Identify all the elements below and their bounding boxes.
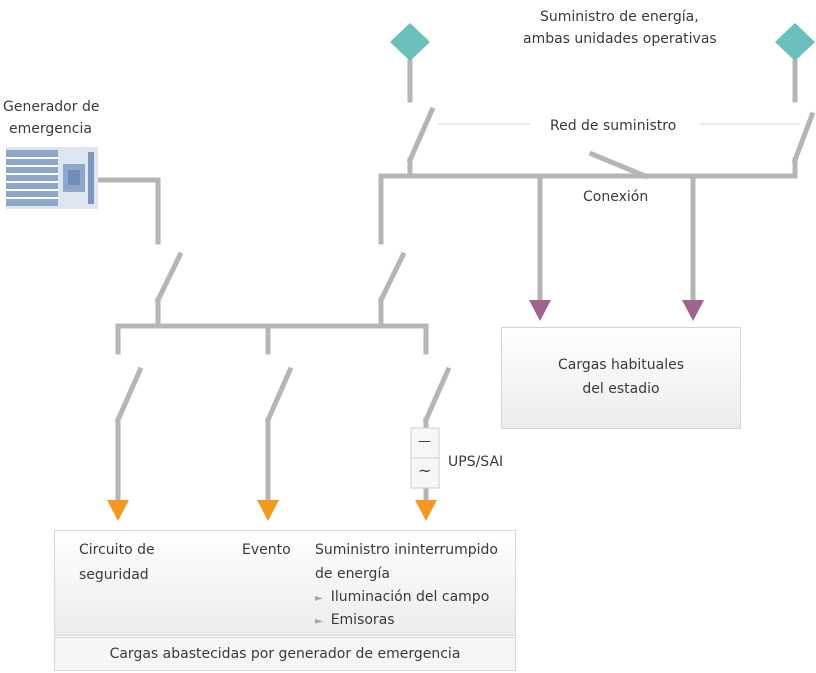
ups-box	[410, 427, 440, 489]
event-load-arrow	[257, 500, 279, 521]
connection-label: Conexión	[583, 189, 649, 205]
ups-switch	[422, 366, 452, 424]
generator-label-line1: Generador de	[3, 99, 100, 115]
diamond-icon	[775, 23, 815, 61]
generator-label-line2: emergencia	[9, 121, 92, 137]
stadium-loads-line1: Cargas habituales	[557, 357, 685, 373]
supply-left-switch	[406, 106, 436, 164]
diamond-icon	[390, 23, 430, 61]
tie-switch	[377, 251, 407, 304]
event-switch	[264, 366, 294, 424]
event-label: Evento	[242, 542, 291, 558]
emergency-loads-footer: Cargas abastecidas por generador de emer…	[54, 637, 516, 671]
normal-load-arrow-2	[682, 300, 704, 321]
stadium-loads-line2: del estadio	[582, 381, 660, 397]
ups-label: UPS/SAI	[448, 454, 504, 470]
ups-supply-line1: Suministro ininterrumpido	[315, 542, 498, 558]
normal-load-arrow-1	[529, 300, 551, 321]
ups-dc-symbol: —	[418, 434, 431, 449]
generator-switch	[154, 251, 184, 304]
supply-right-switch	[791, 111, 816, 164]
bullet-item: ► Iluminación del campo	[315, 586, 489, 610]
ups-load-arrow	[415, 500, 437, 521]
emergency-loads-footer-label: Cargas abastecidas por generador de emer…	[109, 646, 461, 662]
stadium-loads-box: Cargas habituales del estadio	[501, 327, 741, 429]
safety-load-arrow	[107, 500, 129, 521]
safety-switch	[114, 366, 144, 424]
triangle-right-icon: ►	[315, 616, 323, 627]
supply-label-line1: Suministro de energía,	[540, 9, 699, 25]
ups-ac-symbol: ~	[418, 461, 432, 480]
generator-icon	[6, 147, 98, 209]
network-label: Red de suministro	[550, 118, 677, 134]
triangle-right-icon: ►	[315, 593, 323, 604]
emergency-loads-box: Circuito de seguridad Evento Suministro …	[54, 530, 516, 636]
bullet-item-label: Emisoras	[330, 612, 395, 628]
bus-coupler-switch	[588, 150, 649, 180]
supply-label-line2: ambas unidades operativas	[523, 31, 717, 47]
safety-circuit-line2: seguridad	[79, 567, 149, 583]
bullet-item-label: Iluminación del campo	[330, 589, 490, 605]
safety-circuit-line1: Circuito de	[79, 542, 155, 558]
ups-supply-line2: de energía	[315, 566, 390, 582]
bullet-item: ► Emisoras	[315, 609, 395, 633]
